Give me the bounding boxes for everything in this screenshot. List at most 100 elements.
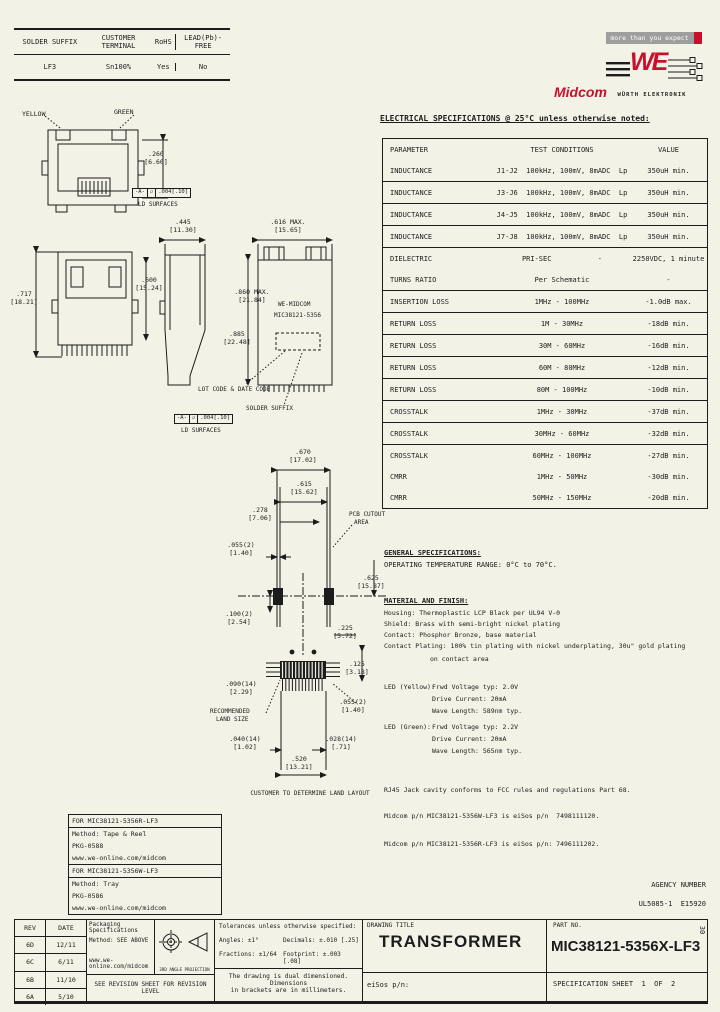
part-number-cell: PART NO. MIC38121-5356X-LF3 SPECIFICATIO… [547, 920, 707, 1001]
drawing-title-label: DRAWING TITLE [367, 922, 414, 929]
dim-overall-height: .717[18.21] [10, 290, 38, 307]
dual-dimension-note: The drawing is dual dimensioned. Dimensi… [215, 968, 363, 1001]
col-rohs: RoHS [154, 38, 172, 46]
val-customer-terminal: Sn100% [105, 63, 132, 71]
tolerance-title: Tolerances unless otherwise specified: [219, 923, 357, 930]
slogan-banner: more than you expect [606, 32, 702, 44]
ld-surfaces-label-1: LD SURFACES [138, 201, 178, 208]
led-green-current: Drive Current: 20mA [432, 735, 507, 743]
corner-mark: 30 [697, 925, 706, 935]
led-green-label: GREEN [114, 108, 134, 116]
dim-overall-length: .885[22.48] [223, 330, 251, 347]
dim-pad-width: .040(14)[1.02] [229, 735, 261, 752]
material-shield: Shield: Brass with semi-bright nickel pl… [384, 620, 561, 628]
projection-caption: 3RD ANGLE PROJECTION [159, 967, 210, 972]
datum-a-label: -A- [132, 188, 148, 198]
led-yellow-wavelength: Wave Length: 589nm typ. [432, 707, 523, 715]
revision-note: SEE REVISION SHEET FOR REVISION LEVEL [87, 974, 215, 1001]
drawing-title-cell: DRAWING TITLE TRANSFORMER eiSos p/n: com… [363, 920, 547, 1001]
dim-cutout-offset: .278[7.06] [248, 506, 272, 523]
led-yellow-title: LED (Yellow): [384, 683, 435, 691]
dim-pad-gap: .055(2)[1.40] [339, 698, 367, 715]
led-yellow-label: YELLOW [22, 110, 46, 118]
datum-frame-2: -A- ▱ .004[.10] [174, 414, 234, 424]
pkg2-url: www.we-online.com/midcom [72, 904, 166, 912]
led-green-wavelength: Wave Length: 565nm typ. [432, 747, 523, 755]
land-pattern [238, 467, 386, 778]
hdr-value: VALUE [657, 145, 680, 154]
dim-width-max: .616 MAX.[15.65] [270, 218, 306, 235]
part-number: MIC38121-5356X-LF3 [551, 938, 701, 955]
material-housing: Housing: Thermoplastic LCP Black per UL9… [384, 609, 561, 617]
info-table-value-row: LF3 Sn100% Yes No [14, 55, 230, 81]
dim-body-height: .600[15.24] [135, 276, 163, 293]
dim-cutout-depth: .625[15.87] [357, 574, 385, 591]
flatness-tolerance-2: .004[.10] [198, 414, 234, 424]
tolerance-footprint: Footprint: ±.003 [.08] [283, 951, 341, 965]
flatness-tolerance: .004[.10] [156, 188, 192, 198]
dim-pad-length: .090(14)[2.29] [225, 680, 257, 697]
electrical-specs-table: PARAMETER TEST CONDITIONS VALUE INDUCTAN… [382, 138, 708, 509]
dim-pad-row-offset: .125[3.18] [345, 660, 369, 677]
led-green-voltage: Frwd Voltage typ: 2.2V [432, 723, 519, 731]
projection-cell: 3RD ANGLE PROJECTION [155, 920, 215, 974]
pkg2-part: FOR MIC38121-5356W-LF3 [69, 864, 221, 878]
col-solder-suffix: SOLDER SUFFIX [22, 38, 78, 46]
material-finish-title: MATERIAL AND FINISH: [384, 597, 469, 605]
sheet-divider [547, 972, 707, 973]
operating-temp-range: OPERATING TEMPERATURE RANGE: 0°C to 70°C… [384, 561, 557, 569]
col-lead-free: LEAD(Pb)-FREE [175, 34, 230, 50]
dim-led-height: .260[6.60] [144, 150, 168, 167]
dim-pad-span: .520[13.21] [285, 755, 313, 772]
info-table-header-row: SOLDER SUFFIX CUSTOMER TERMINAL RoHS LEA… [14, 28, 230, 55]
ld-surfaces-label-2: LD SURFACES [181, 427, 221, 434]
tolerance-decimals: Decimals: ±.010 [.25] [283, 937, 359, 944]
midcom-logo: Midcom [554, 84, 607, 100]
material-contact-plating: Contact Plating: 100% tin plating with n… [384, 642, 686, 650]
val-solder-suffix: LF3 [43, 63, 57, 71]
third-angle-projection-icon [159, 930, 208, 954]
packaging-method: Method: SEE ABOVE [89, 938, 149, 944]
hdr-test-conditions: TEST CONDITIONS [530, 145, 594, 154]
we-logo-lines [606, 57, 703, 81]
dim-post-offset: .100(2)[2.54] [225, 610, 253, 627]
part-no-label: PART NO. [553, 922, 582, 929]
tolerance-fractions: Fractions: ±1/64 [219, 951, 277, 958]
eisos-pn-note-1: Midcom p/n MIC38121-5356W-LF3 is eiSos p… [384, 812, 600, 820]
recommended-label: RECOMMENDED [210, 708, 250, 715]
val-rohs: Yes [156, 63, 170, 71]
agency-number-label: AGENCY NUMBER [651, 881, 706, 889]
material-contact-area: on contact area [430, 655, 489, 663]
banner-red-square [694, 32, 702, 44]
sheet-number: SPECIFICATION SHEET 1 OF 2 [553, 980, 676, 988]
slogan-text: more than you expect [610, 34, 689, 42]
pkg1-part: FOR MIC38121-5356R-LF3 [69, 815, 221, 828]
solder-suffix-label: SOLDER SUFFIX [246, 405, 293, 412]
pcb-cutout-label-2: AREA [354, 519, 369, 526]
col-customer-terminal: CUSTOMER TERMINAL [101, 34, 136, 50]
dim-depth: .445[11.30] [169, 218, 197, 235]
spec-header-row: PARAMETER TEST CONDITIONS VALUE [383, 139, 707, 160]
pkg2-method: Method: Tray [72, 880, 119, 888]
drawing-title: TRANSFORMER [379, 932, 523, 951]
general-specs-title: GENERAL SPECIFICATIONS: [384, 549, 481, 557]
eisos-strip: eiSos p/n: compliant ✓ RoHS [363, 972, 547, 1002]
